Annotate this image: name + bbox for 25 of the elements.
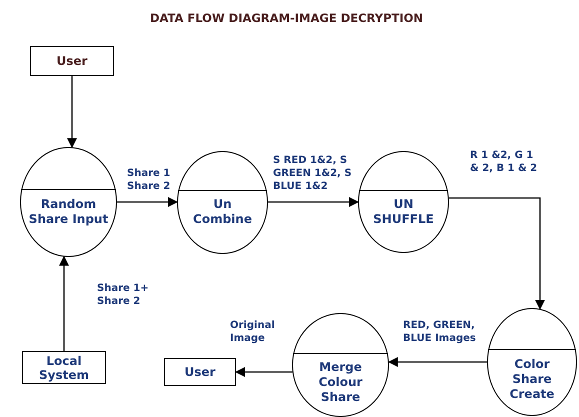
process-label: Color Share Create — [508, 356, 556, 402]
arrow — [117, 197, 178, 207]
entity-box — [30, 46, 114, 76]
edge-label: Original Image — [230, 319, 276, 345]
arrow — [235, 367, 292, 377]
process-label: Random Share Input — [28, 196, 110, 227]
entity-box — [164, 358, 236, 386]
process-label: UN SHUFFLE — [372, 197, 435, 227]
entity-label: User — [184, 365, 216, 379]
diagram-title: DATA FLOW DIAGRAM-IMAGE DECRYPTION — [150, 10, 424, 27]
process-label: Un Combine — [192, 197, 253, 228]
arrow — [448, 197, 545, 310]
edge-label: RED, GREEN, BLUE Images — [403, 319, 477, 345]
entity-label: User — [56, 54, 88, 68]
arrow — [388, 357, 487, 367]
edge-label: Share 1 Share 2 — [127, 167, 172, 193]
edge-label: S RED 1&2, S GREEN 1&2, S BLUE 1&2 — [273, 154, 353, 193]
process-label: Merge Colour Share — [318, 360, 364, 405]
edge-label: Share 1+ Share 2 — [97, 282, 150, 308]
entity-box — [22, 351, 106, 384]
edge-label: R 1 &2, G 1 & 2, B 1 & 2 — [470, 149, 538, 175]
entity-label: Local System — [38, 354, 90, 382]
arrow — [67, 76, 77, 148]
arrow — [268, 197, 359, 207]
arrow — [59, 256, 69, 351]
